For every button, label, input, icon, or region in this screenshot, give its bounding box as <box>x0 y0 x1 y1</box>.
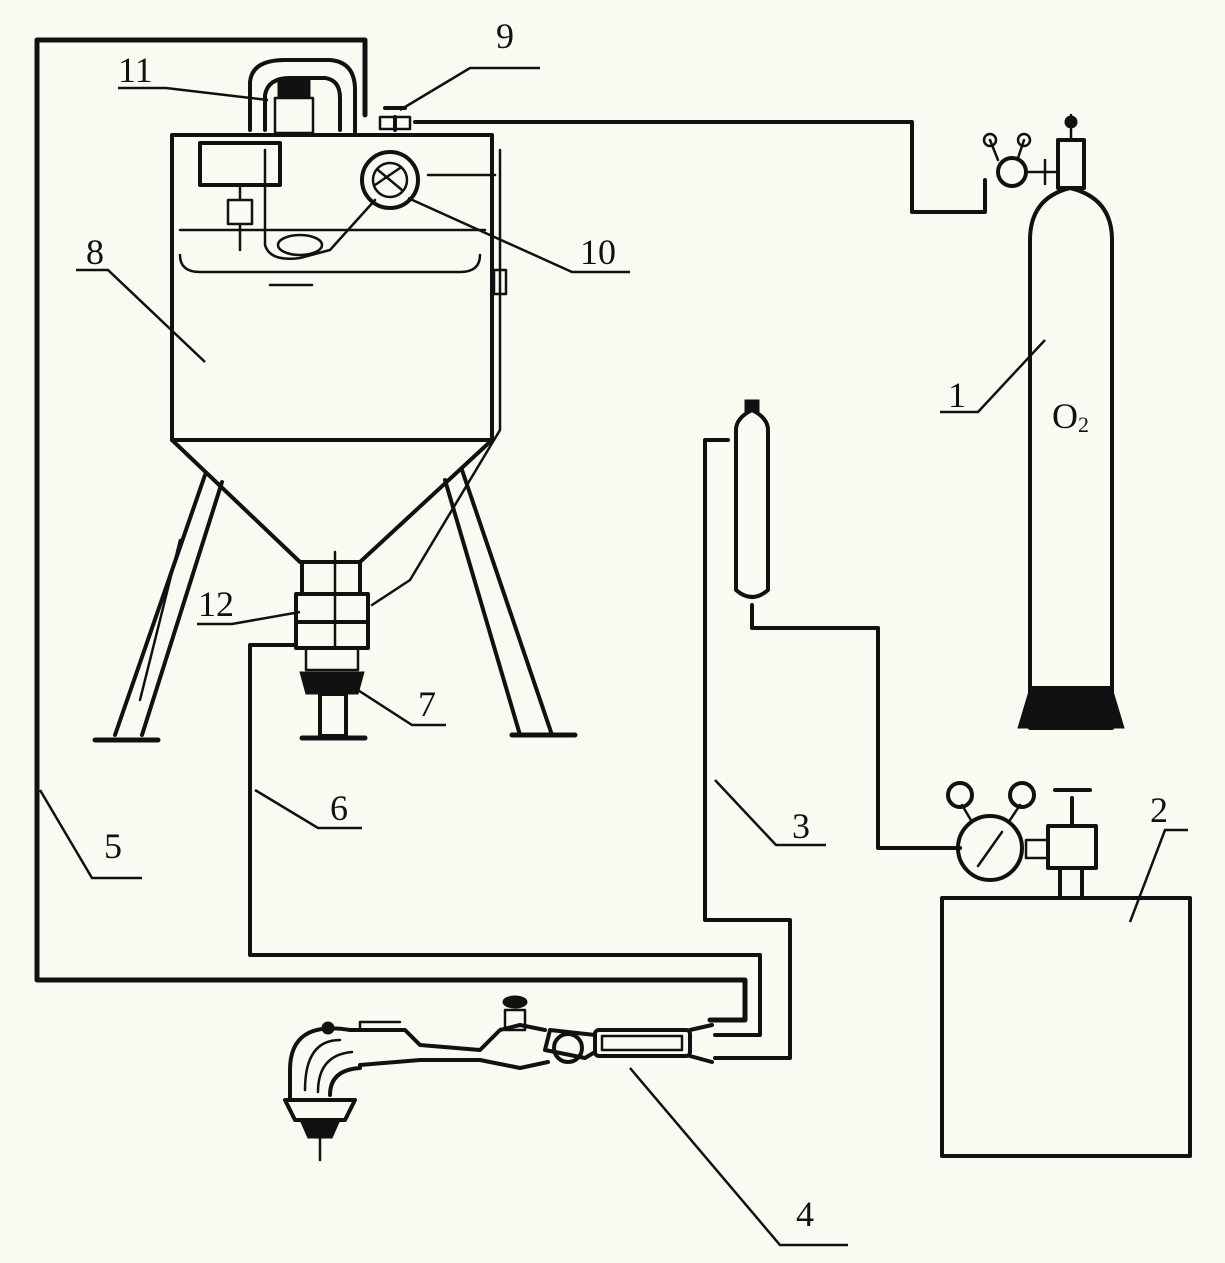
oxygen-cylinder <box>982 113 1125 730</box>
label-10: 10 <box>580 232 616 272</box>
label-7: 7 <box>418 684 436 724</box>
spray-torch <box>283 995 714 1162</box>
regulator-line <box>750 603 962 850</box>
label-3: 3 <box>792 806 810 846</box>
label-6: 6 <box>330 788 348 828</box>
label-12: 12 <box>198 584 234 624</box>
label-1: 1 <box>948 375 966 415</box>
oxygen-line <box>413 120 987 214</box>
leader-lines <box>38 66 1188 1247</box>
label-11: 11 <box>118 50 153 90</box>
label-2: 2 <box>1150 790 1168 830</box>
label-8: 8 <box>86 232 104 272</box>
hopper-legs <box>92 468 578 743</box>
label-9: 9 <box>496 16 514 56</box>
accumulator <box>734 399 770 599</box>
hose-3 <box>703 438 792 1060</box>
label-4: 4 <box>796 1194 814 1234</box>
hose-6 <box>248 643 762 1037</box>
hopper <box>170 58 508 741</box>
gas-tank <box>940 781 1192 1158</box>
label-5: 5 <box>104 826 122 866</box>
hose-5 <box>34 37 748 1023</box>
cylinder-o2-text: O2 <box>1052 396 1089 437</box>
